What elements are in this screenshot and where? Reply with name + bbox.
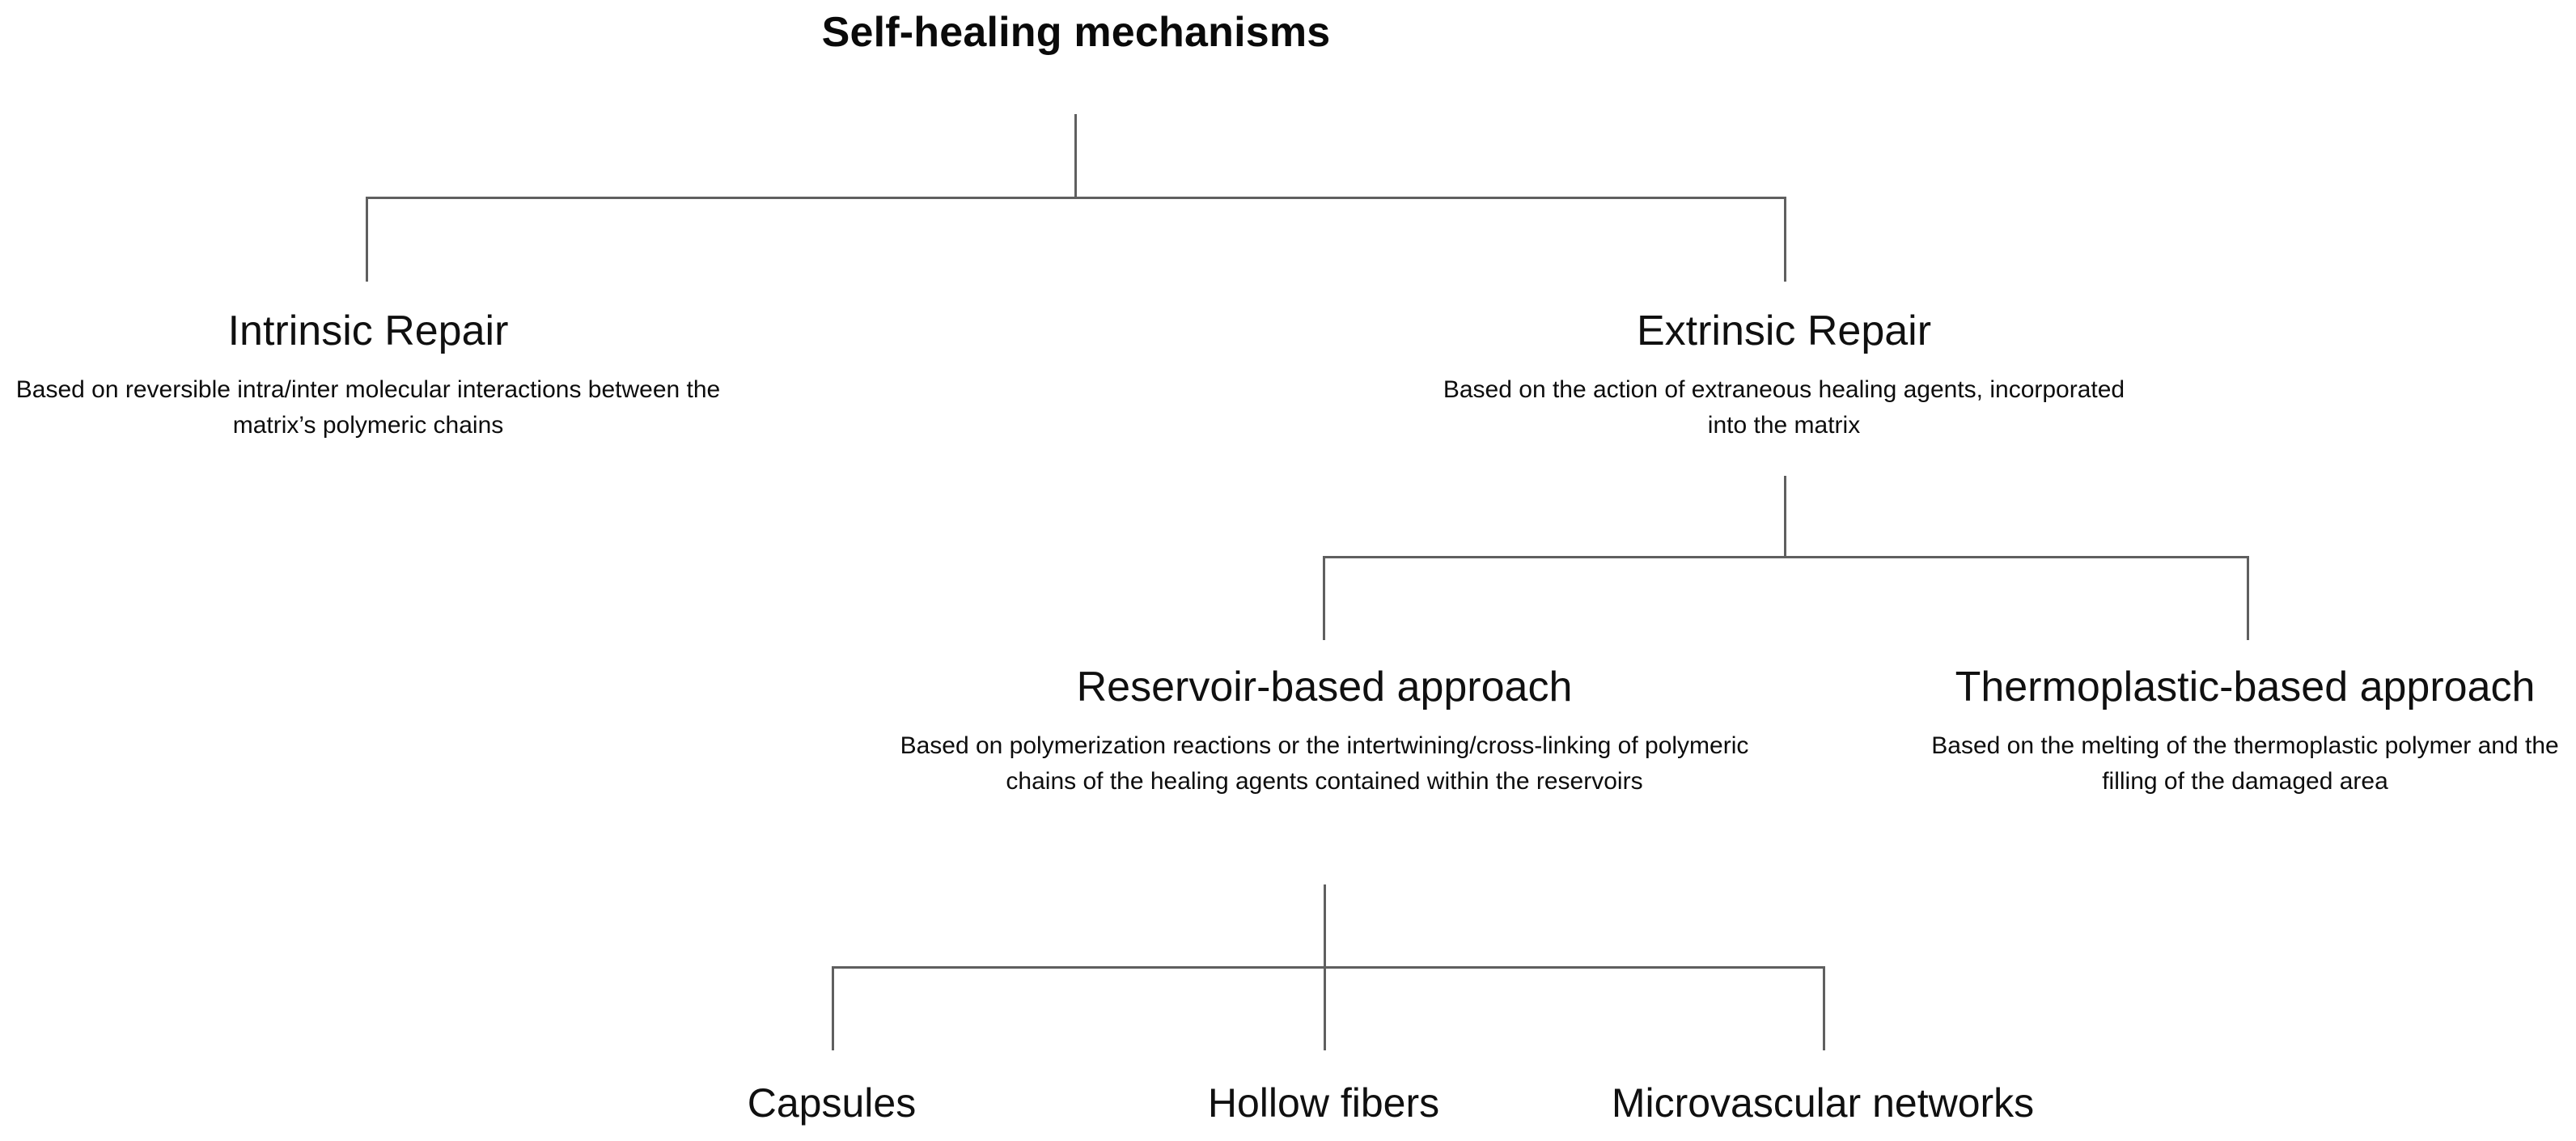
node-thermoplastic-based-approach: Thermoplastic-based approach Based on th… (1905, 664, 2576, 799)
connector-extrinsic-to-reservoir (1323, 556, 1325, 640)
connector-root-to-extrinsic (1784, 197, 1786, 282)
node-intrinsic-repair-title: Intrinsic Repair (227, 308, 509, 354)
connector-reservoir-stem (1324, 884, 1326, 969)
connector-root-stem (1074, 114, 1077, 199)
node-extrinsic-repair: Extrinsic Repair Based on the action of … (1424, 308, 2144, 443)
connector-root-to-intrinsic (366, 197, 368, 282)
leaf-label-capsules: Capsules (747, 1080, 917, 1126)
node-thermoplastic-based-approach-title: Thermoplastic-based approach (1955, 664, 2536, 710)
connector-extrinsic-stem (1784, 476, 1786, 558)
connector-reservoir-to-microvascular-networks (1823, 966, 1825, 1050)
connector-reservoir-to-capsules (832, 966, 834, 1050)
connector-extrinsic-to-thermoplastic (2247, 556, 2249, 640)
node-reservoir-based-approach: Reservoir-based approach Based on polyme… (888, 664, 1761, 799)
node-extrinsic-repair-title: Extrinsic Repair (1636, 308, 1932, 354)
connector-extrinsic-horizontal (1323, 556, 2249, 558)
diagram-title: Self-healing mechanisms (821, 9, 1331, 56)
node-intrinsic-repair-description: Based on reversible intra/inter molecula… (15, 376, 721, 439)
connector-reservoir-to-hollow-fibers (1324, 966, 1326, 1050)
connector-reservoir-horizontal (832, 966, 1825, 969)
leaf-label-microvascular-networks: Microvascular networks (1611, 1080, 2035, 1126)
leaf-label-hollow-fibers: Hollow fibers (1207, 1080, 1440, 1126)
node-extrinsic-repair-description: Based on the action of extraneous healin… (1443, 376, 2125, 439)
node-intrinsic-repair: Intrinsic Repair Based on reversible int… (8, 308, 728, 443)
node-thermoplastic-based-approach-description: Based on the melting of the thermoplasti… (1931, 732, 2559, 795)
connector-root-horizontal (366, 197, 1786, 199)
node-reservoir-based-approach-title: Reservoir-based approach (1076, 664, 1573, 710)
node-reservoir-based-approach-description: Based on polymerization reactions or the… (900, 732, 1749, 795)
